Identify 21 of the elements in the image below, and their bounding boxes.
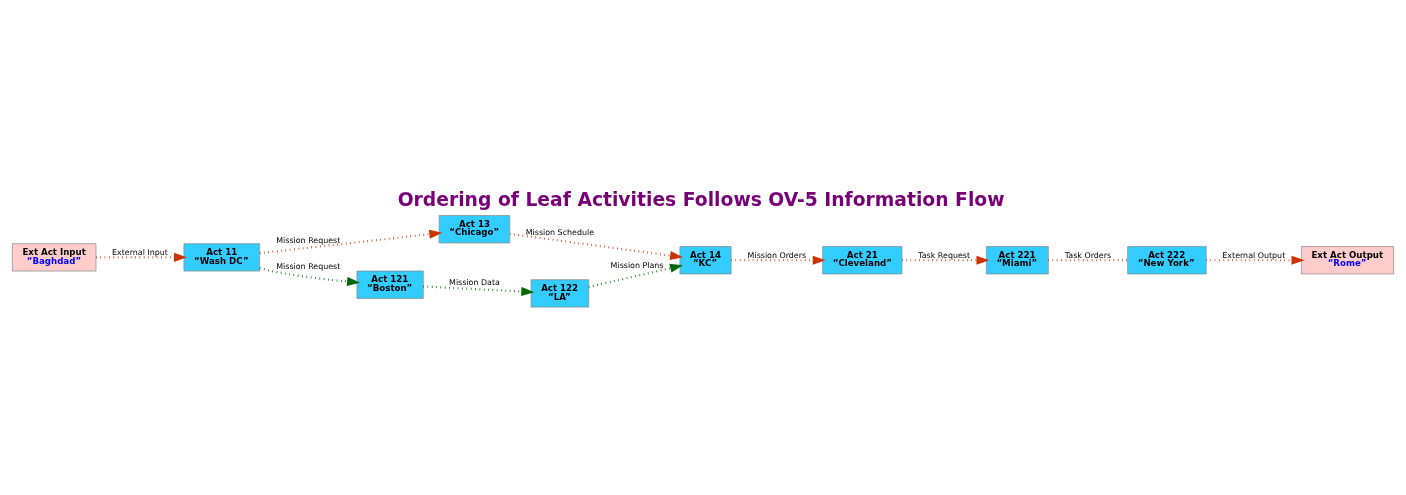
arrow — [1206, 255, 1305, 265]
node-box: Act 222 “New York” — [1127, 245, 1207, 274]
node-box: Ext Act Output “Rome” — [1301, 245, 1394, 274]
arrow — [731, 255, 826, 265]
arrow — [259, 266, 361, 286]
node-box: Act 11 “Wash DC” — [183, 242, 260, 271]
arrow — [588, 263, 684, 288]
connector — [1048, 258, 1128, 261]
arrow — [902, 255, 990, 265]
node-box: Act 14 “KC” — [679, 245, 732, 274]
arrow — [423, 284, 535, 296]
node-box: Act 122 “LA” — [530, 278, 590, 307]
node-box: Act 21 “Cleveland” — [822, 245, 903, 274]
arrow — [509, 232, 684, 260]
diagram-title: Ordering of Leaf Activities Follows OV-5 Information Flow — [397, 188, 1005, 210]
arrow — [96, 252, 187, 262]
arrow — [259, 229, 443, 254]
node-box: Act 221 “Miami” — [985, 245, 1049, 274]
node-box: Ext Act Input “Baghdad” — [12, 242, 97, 271]
node-box: Act 121 “Boston” — [356, 270, 424, 299]
node-box: Act 13 “Chicago” — [438, 214, 511, 243]
